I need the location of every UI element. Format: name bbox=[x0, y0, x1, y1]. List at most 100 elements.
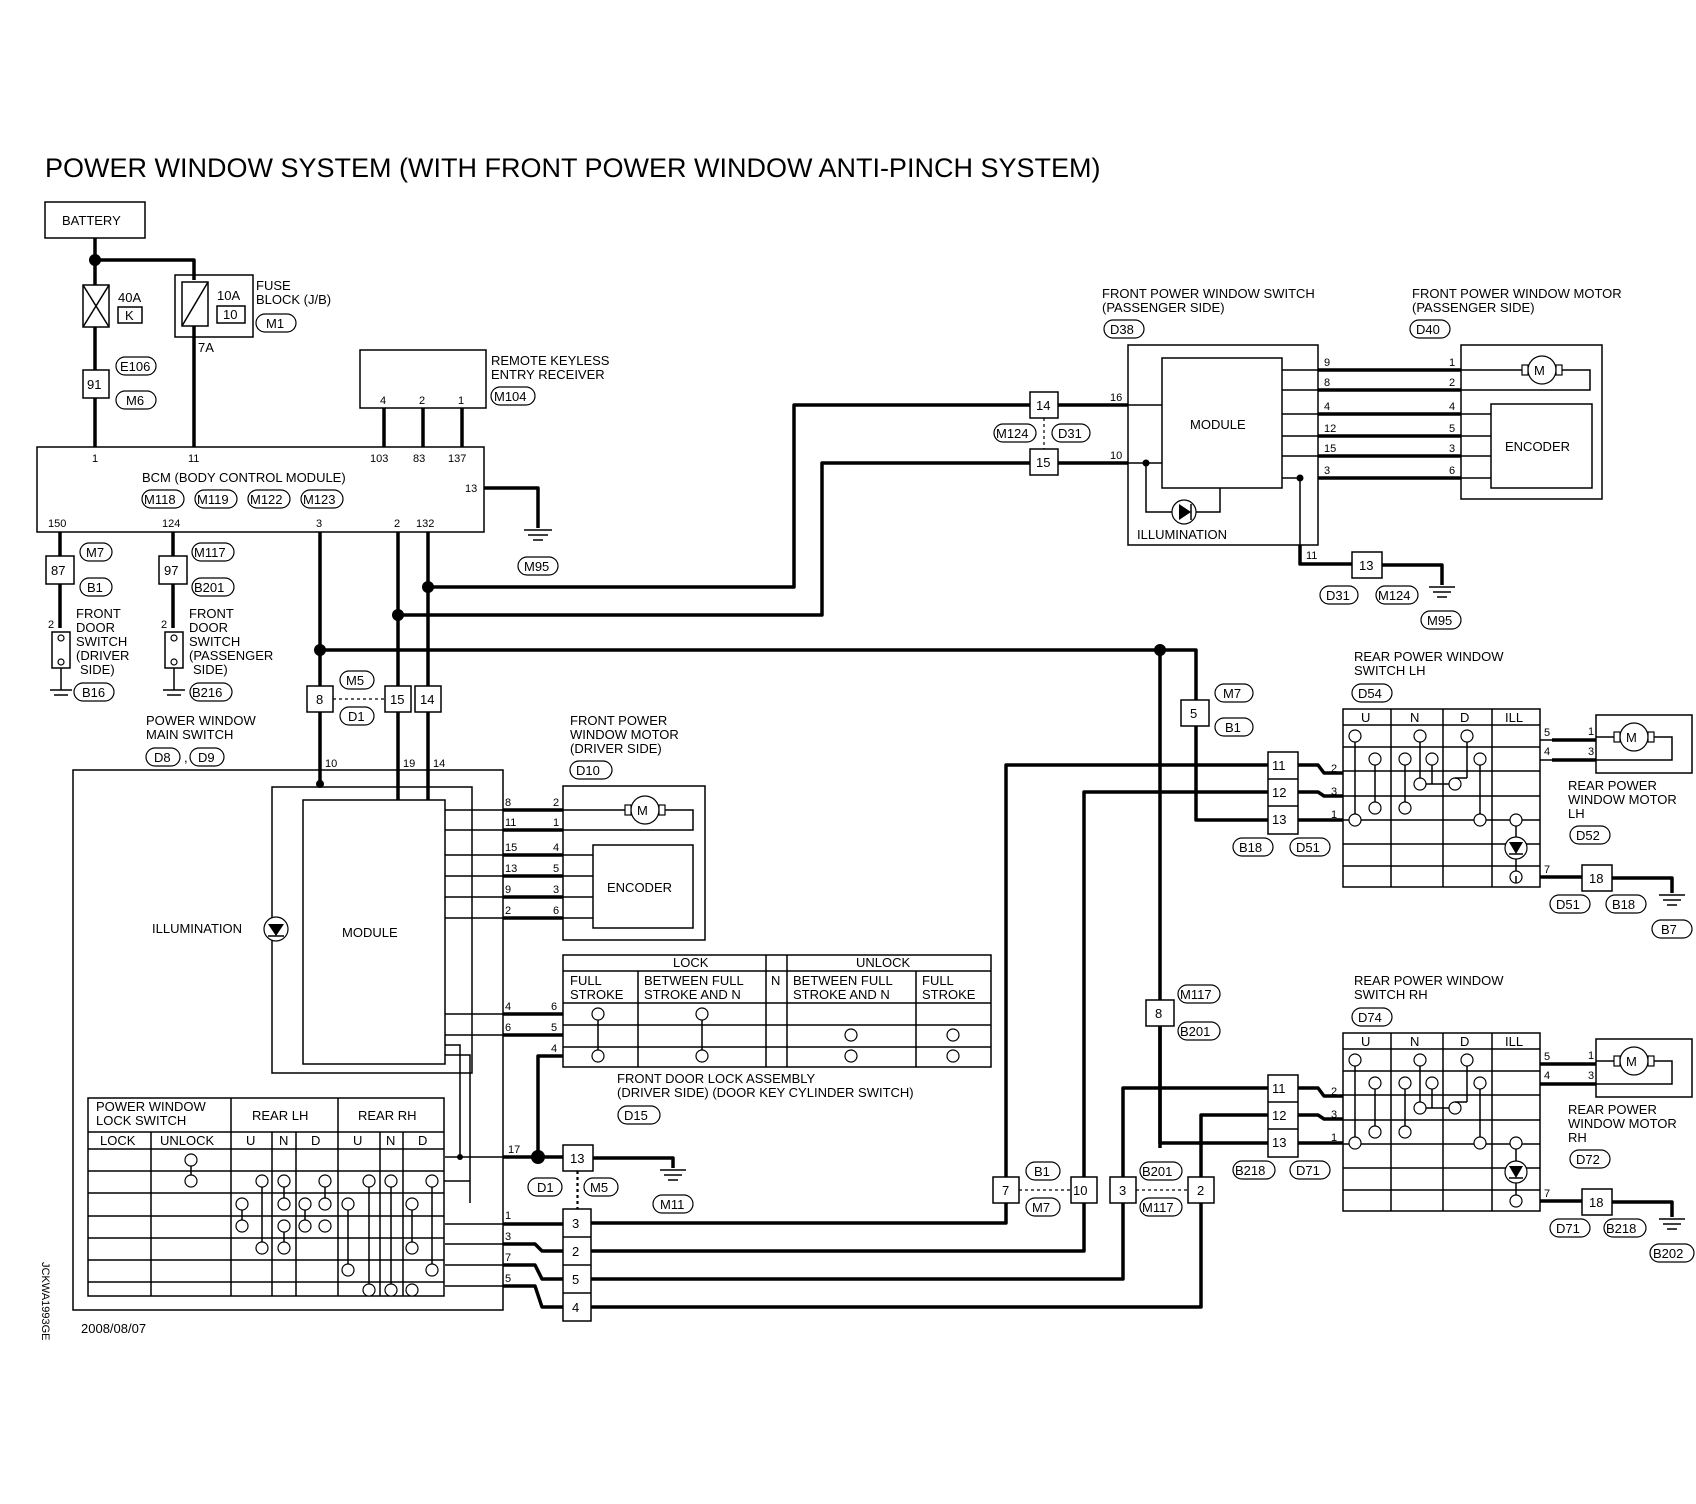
power-window-lock-switch-table: POWER WINDOW LOCK SWITCH REAR LH REAR RH… bbox=[87, 1097, 470, 1297]
svg-text:14: 14 bbox=[420, 692, 434, 707]
svg-text:SWITCH: SWITCH bbox=[76, 634, 127, 649]
svg-text:10: 10 bbox=[1073, 1183, 1087, 1198]
svg-text:BETWEEN FULL: BETWEEN FULL bbox=[644, 973, 744, 988]
battery: BATTERY bbox=[44, 201, 146, 239]
svg-text:U: U bbox=[246, 1133, 255, 1148]
svg-text:5: 5 bbox=[1544, 727, 1550, 739]
svg-text:D8: D8 bbox=[154, 750, 171, 765]
junction-m117-b201: 8 M117 B201 bbox=[1145, 984, 1221, 1041]
svg-text:1: 1 bbox=[92, 453, 98, 465]
svg-text:8: 8 bbox=[1324, 377, 1330, 389]
svg-text:D9: D9 bbox=[198, 750, 215, 765]
svg-text:M123: M123 bbox=[303, 492, 336, 507]
svg-text:D10: D10 bbox=[576, 763, 600, 778]
svg-text:RH: RH bbox=[1568, 1130, 1587, 1145]
ground-m95-bcm: M95 bbox=[517, 529, 559, 576]
svg-text:19: 19 bbox=[403, 758, 415, 770]
svg-text:6: 6 bbox=[1449, 465, 1455, 477]
svg-text:B18: B18 bbox=[1612, 897, 1635, 912]
svg-text:3: 3 bbox=[505, 1231, 511, 1243]
svg-text:D31: D31 bbox=[1058, 426, 1082, 441]
svg-text:SWITCH LH: SWITCH LH bbox=[1354, 663, 1426, 678]
svg-text:STROKE: STROKE bbox=[922, 987, 976, 1002]
svg-text:14: 14 bbox=[1036, 398, 1050, 413]
svg-text:M6: M6 bbox=[126, 393, 144, 408]
rear-power-window-switch-lh: REAR POWER WINDOW SWITCH LH D54 11 12 13… bbox=[1232, 649, 1693, 939]
svg-text:REAR POWER: REAR POWER bbox=[1568, 1102, 1657, 1117]
fuse-40a: 40A K bbox=[82, 284, 143, 328]
svg-text:10A: 10A bbox=[217, 288, 240, 303]
front-door-lock-assembly: LOCK N UNLOCK FULL STROKE BETWEEN FULL S… bbox=[551, 954, 992, 1125]
fuse-block: 10A 10 7A FUSE BLOCK (J/B) M1 bbox=[174, 274, 331, 355]
svg-text:M117: M117 bbox=[194, 545, 226, 560]
svg-text:18: 18 bbox=[1589, 871, 1603, 886]
svg-text:B1: B1 bbox=[1034, 1164, 1050, 1179]
svg-text:3: 3 bbox=[1588, 746, 1594, 758]
svg-text:3: 3 bbox=[1588, 1070, 1594, 1082]
junction-b1-m7: 7 10 B1 M7 bbox=[992, 1161, 1098, 1217]
svg-text:FRONT POWER: FRONT POWER bbox=[570, 713, 667, 728]
front-power-window-motor-passenger: FRONT POWER WINDOW MOTOR (PASSENGER SIDE… bbox=[1409, 286, 1622, 500]
svg-text:B202: B202 bbox=[1653, 1246, 1683, 1261]
svg-text:M7: M7 bbox=[1223, 686, 1241, 701]
svg-text:(PASSENGER: (PASSENGER bbox=[189, 648, 273, 663]
svg-text:FULL: FULL bbox=[570, 973, 602, 988]
svg-text:B1: B1 bbox=[1225, 720, 1241, 735]
svg-text:WINDOW MOTOR: WINDOW MOTOR bbox=[570, 727, 679, 742]
svg-text:5: 5 bbox=[1544, 1051, 1550, 1063]
svg-text:4: 4 bbox=[1544, 1070, 1550, 1082]
svg-text:FRONT: FRONT bbox=[189, 606, 234, 621]
svg-text:3: 3 bbox=[572, 1216, 579, 1231]
svg-text:LOCK: LOCK bbox=[100, 1133, 136, 1148]
svg-text:17: 17 bbox=[508, 1144, 520, 1156]
svg-text:2: 2 bbox=[1449, 377, 1455, 389]
svg-text:(DRIVER SIDE) (DOOR KEY CYLIND: (DRIVER SIDE) (DOOR KEY CYLINDER SWITCH) bbox=[617, 1085, 914, 1100]
svg-text:STROKE AND N: STROKE AND N bbox=[793, 987, 890, 1002]
svg-text:DOOR: DOOR bbox=[76, 620, 115, 635]
svg-text:M: M bbox=[1626, 730, 1637, 745]
svg-text:132: 132 bbox=[416, 518, 434, 530]
svg-text:REMOTE KEYLESS: REMOTE KEYLESS bbox=[491, 353, 610, 368]
svg-text:3: 3 bbox=[553, 884, 559, 896]
svg-text:M119: M119 bbox=[197, 492, 229, 507]
svg-text:M118: M118 bbox=[144, 492, 176, 507]
svg-text:M117: M117 bbox=[1180, 987, 1212, 1002]
svg-text:7A: 7A bbox=[198, 340, 214, 355]
svg-text:91: 91 bbox=[87, 377, 101, 392]
svg-text:B1: B1 bbox=[87, 580, 103, 595]
svg-text:1: 1 bbox=[1331, 809, 1337, 821]
svg-text:4: 4 bbox=[1449, 401, 1455, 413]
svg-text:D: D bbox=[1460, 710, 1469, 725]
svg-text:ENTRY RECEIVER: ENTRY RECEIVER bbox=[491, 367, 605, 382]
svg-text:D52: D52 bbox=[1576, 828, 1600, 843]
svg-text:1: 1 bbox=[1449, 357, 1455, 369]
svg-text:D1: D1 bbox=[348, 709, 365, 724]
svg-text:15: 15 bbox=[390, 692, 404, 707]
rear-power-window-switch-rh: REAR POWER WINDOW SWITCH RH D74 11 12 13… bbox=[1232, 973, 1695, 1263]
svg-text:11: 11 bbox=[1272, 1081, 1286, 1096]
svg-text:LH: LH bbox=[1568, 806, 1585, 821]
svg-text:11: 11 bbox=[505, 817, 516, 829]
svg-text:13: 13 bbox=[1272, 812, 1286, 827]
svg-text:7: 7 bbox=[505, 1252, 511, 1264]
svg-text:M95: M95 bbox=[524, 559, 549, 574]
svg-text:124: 124 bbox=[162, 518, 180, 530]
svg-text:13: 13 bbox=[570, 1151, 584, 1166]
svg-text:M1: M1 bbox=[266, 316, 284, 331]
svg-text:M5: M5 bbox=[346, 673, 364, 688]
svg-text:12: 12 bbox=[1272, 785, 1286, 800]
svg-text:9: 9 bbox=[1324, 357, 1330, 369]
svg-text:D74: D74 bbox=[1358, 1010, 1382, 1025]
svg-text:N: N bbox=[386, 1133, 395, 1148]
svg-text:4: 4 bbox=[505, 1001, 511, 1013]
svg-text:M11: M11 bbox=[660, 1197, 684, 1212]
svg-text:ILL: ILL bbox=[1505, 1034, 1523, 1049]
svg-text:4: 4 bbox=[380, 395, 386, 407]
svg-text:POWER WINDOW: POWER WINDOW bbox=[96, 1099, 206, 1114]
svg-text:15: 15 bbox=[1324, 443, 1336, 455]
svg-text:3: 3 bbox=[1324, 465, 1330, 477]
svg-text:7: 7 bbox=[1544, 1188, 1550, 1200]
diagram-code: JCKWA1993GE bbox=[39, 1262, 51, 1340]
svg-text:13: 13 bbox=[1359, 558, 1373, 573]
svg-text:5: 5 bbox=[1190, 706, 1197, 721]
